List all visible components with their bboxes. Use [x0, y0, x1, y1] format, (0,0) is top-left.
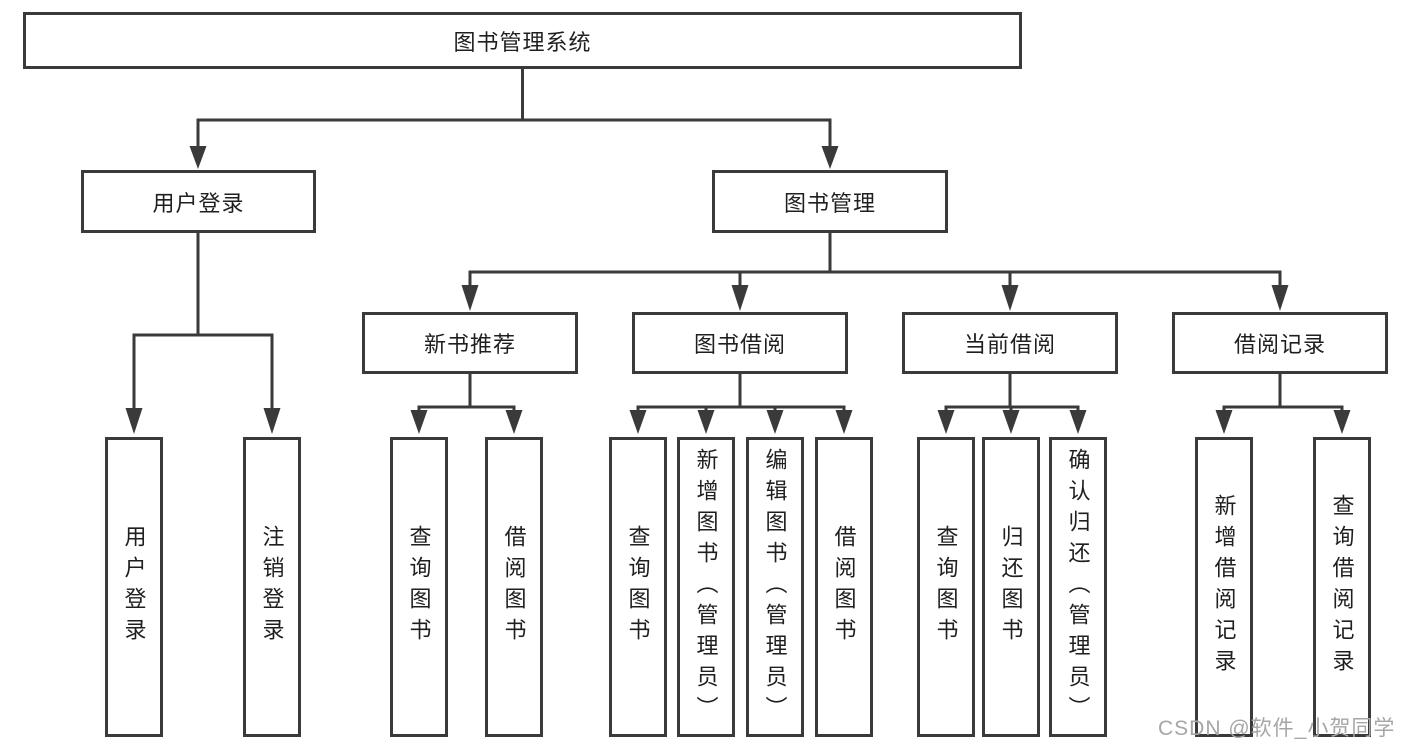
leaf-borrow-books-recommend-label: 借阅图书	[501, 525, 527, 649]
node-user-login-label: 用户登录	[152, 190, 245, 216]
leaf-logout-label: 注销登录	[259, 525, 285, 649]
node-new-book-recommend: 新书推荐	[362, 312, 578, 374]
leaf-query-books-current: 查询图书	[917, 437, 975, 737]
node-book-borrow: 图书借阅	[632, 312, 848, 374]
csdn-watermark: CSDN @软件_小贺同学	[1158, 717, 1396, 740]
leaf-add-borrow-record: 新增借阅记录	[1195, 437, 1253, 737]
node-current-borrow: 当前借阅	[902, 312, 1118, 374]
leaf-add-borrow-record-label: 新增借阅记录	[1211, 494, 1237, 680]
leaf-edit-book-admin-label: 编辑图书（管理员）	[762, 447, 788, 727]
leaf-logout: 注销登录	[243, 437, 301, 737]
leaf-return-books: 归还图书	[982, 437, 1040, 737]
node-current-borrow-label: 当前借阅	[963, 332, 1056, 357]
node-book-borrow-label: 图书借阅	[693, 332, 786, 357]
leaf-user-login: 用户登录	[105, 437, 163, 737]
leaf-query-books-recommend-label: 查询图书	[406, 525, 432, 649]
leaf-query-books-recommend: 查询图书	[390, 437, 448, 737]
leaf-user-login-label: 用户登录	[121, 525, 147, 649]
leaf-edit-book-admin: 编辑图书（管理员）	[746, 437, 804, 737]
leaf-query-books-borrow-label: 查询图书	[625, 525, 651, 649]
leaf-add-book-admin-label: 新增图书（管理员）	[693, 447, 719, 727]
leaf-borrow-books-2-label: 借阅图书	[831, 525, 857, 649]
leaf-return-books-label: 归还图书	[998, 525, 1024, 649]
leaf-query-borrow-record: 查询借阅记录	[1313, 437, 1371, 737]
node-borrow-records: 借阅记录	[1172, 312, 1388, 374]
leaf-borrow-books-recommend: 借阅图书	[485, 437, 543, 737]
leaf-confirm-return-admin: 确认归还（管理员）	[1049, 437, 1107, 737]
node-user-login: 用户登录	[81, 170, 316, 233]
leaf-add-book-admin: 新增图书（管理员）	[677, 437, 735, 737]
node-new-book-recommend-label: 新书推荐	[423, 332, 516, 357]
leaf-query-books-borrow: 查询图书	[609, 437, 667, 737]
node-root-label: 图书管理系统	[453, 29, 592, 55]
leaf-query-borrow-record-label: 查询借阅记录	[1329, 494, 1355, 680]
leaf-borrow-books-2: 借阅图书	[815, 437, 873, 737]
leaf-query-books-current-label: 查询图书	[933, 525, 959, 649]
node-root: 图书管理系统	[23, 12, 1022, 69]
node-book-management: 图书管理	[712, 170, 948, 233]
leaf-confirm-return-admin-label: 确认归还（管理员）	[1065, 447, 1091, 727]
node-book-management-label: 图书管理	[783, 190, 876, 216]
node-borrow-records-label: 借阅记录	[1233, 332, 1326, 357]
